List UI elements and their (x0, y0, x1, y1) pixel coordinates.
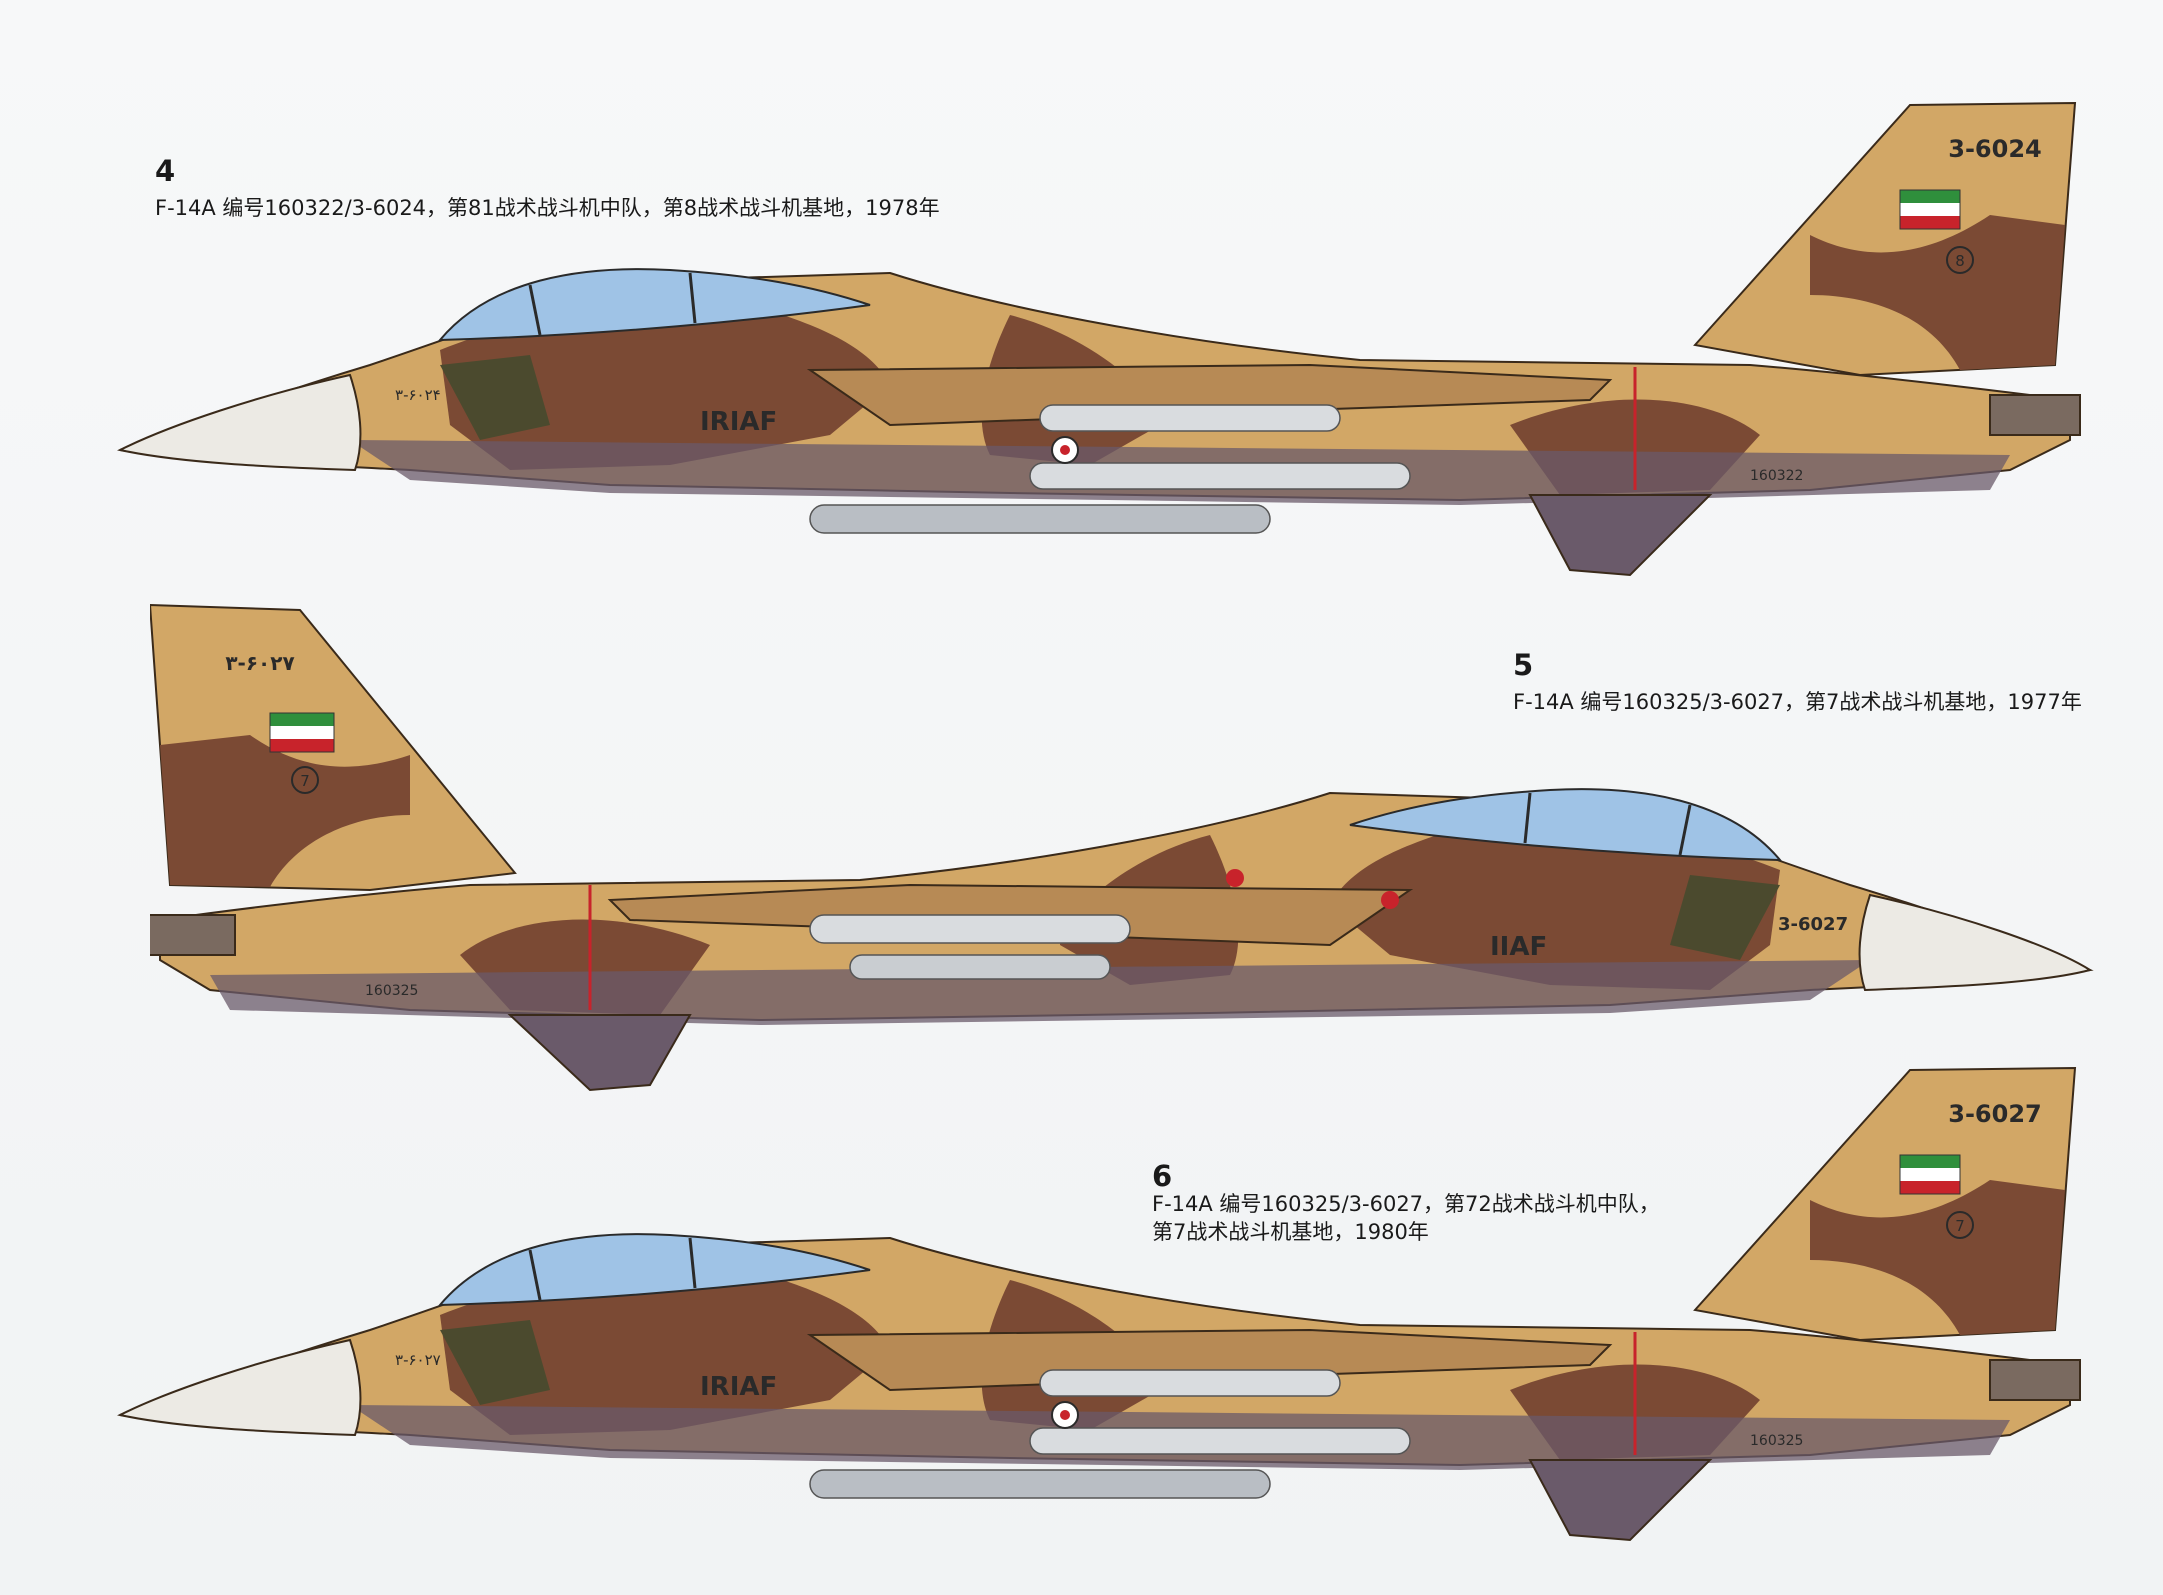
triangle-marker-icon (1226, 869, 1244, 887)
serial-number: 160322 (1750, 468, 1803, 484)
profile-caption-5: F-14A 编号160325/3-6027，第7战术战斗机基地，1977年 (1513, 690, 2082, 714)
tail-code: 3-6024 (1948, 135, 2041, 163)
iranian-flag-icon (1899, 189, 1961, 230)
roundel-text: IIAF (1490, 932, 1547, 962)
tail-badge-circle (1946, 246, 1974, 274)
nose-code: 3-6027 (1778, 914, 1848, 935)
roundel-text: IRIAF (700, 407, 777, 437)
roundel-text: IRIAF (700, 1372, 777, 1402)
iranian-flag-icon (1899, 1154, 1961, 1195)
aircraft-profile-6: 7 3-6027 ٣-۶٠٢٧ IRIAF 160325 (117, 1066, 2081, 1542)
profile-caption-6-line2: 第7战术战斗机基地，1980年 (1152, 1220, 1429, 1244)
profile-number-4: 4 (155, 154, 176, 188)
tail-code: 3-6027 (1948, 1100, 2041, 1128)
serial-number: 160325 (365, 983, 418, 999)
aircraft-profile-5: 7 ٣-۶٠٢٧ 3-6027 IIAF 160325 (150, 603, 2094, 1092)
nose-code: ٣-۶٠٢۴ (395, 386, 441, 404)
tail-badge-circle (291, 766, 319, 794)
profile-number-5: 5 (1513, 648, 1534, 682)
f14-side-view: 7 3-6027 ٣-۶٠٢٧ IRIAF 160325 (117, 1066, 2081, 1542)
aircraft-profile-4: 8 3-6024 ٣-۶٠٢۴ IRIAF 160322 (117, 101, 2081, 577)
f14-side-view: 7 ٣-۶٠٢٧ 3-6027 IIAF 160325 (150, 603, 2094, 1092)
tail-badge-label: 8 (1955, 252, 1965, 270)
serial-number: 160325 (1750, 1433, 1803, 1449)
tail-badge-label: 7 (300, 772, 310, 790)
profile-number-6: 6 (1152, 1159, 1173, 1193)
iranian-flag-icon (269, 712, 335, 753)
triangle-marker-icon (1381, 891, 1399, 909)
profile-caption-4: F-14A 编号160322/3-6024，第81战术战斗机中队，第8战术战斗机… (155, 196, 940, 220)
nose-code: ٣-۶٠٢٧ (395, 1351, 441, 1369)
tail-badge-label: 7 (1955, 1217, 1965, 1235)
f14-side-view: 8 3-6024 ٣-۶٠٢۴ IRIAF 160322 (117, 101, 2081, 577)
profile-caption-6-line1: F-14A 编号160325/3-6027，第72战术战斗机中队， (1152, 1192, 1660, 1216)
tail-code: ٣-۶٠٢٧ (225, 651, 294, 675)
tail-badge-circle (1946, 1211, 1974, 1239)
